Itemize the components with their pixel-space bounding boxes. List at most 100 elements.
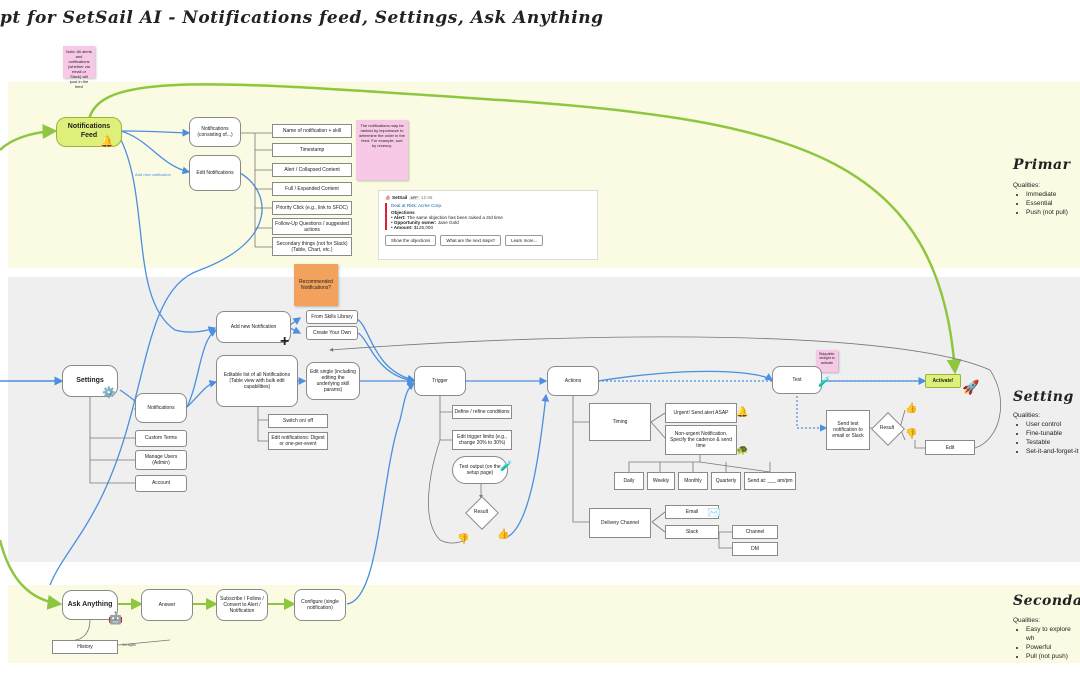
account-node[interactable]: Account — [135, 475, 187, 492]
send-test-node[interactable]: Send test notification to email or Slack — [826, 410, 870, 450]
settings-quality-3: Testable — [1026, 438, 1078, 447]
go-again-label: Go again — [122, 643, 137, 647]
test-node[interactable]: Test — [772, 366, 822, 394]
thumbs-up-icon-2: 👍 — [905, 403, 918, 414]
note-sticky: Note: All alerts and notifications (whet… — [63, 46, 95, 89]
notifications-node[interactable]: Notifications — [135, 393, 187, 423]
slack-line-value: The same objection has been raised a 3rd… — [407, 215, 503, 220]
switch-on-off-node[interactable]: Switch on/ off — [268, 414, 328, 428]
timing-node[interactable]: Timing — [589, 403, 651, 441]
slack-app-name: SetSail — [392, 195, 408, 200]
slack-line-key: • Opportunity owner: — [391, 220, 438, 225]
notification-part-5[interactable]: Priority Click (e.g., link to SFDC) — [272, 201, 352, 215]
skippable-sticky: Skippable, straight to activate — [816, 350, 838, 372]
secondary-section-title: Seconda — [1013, 593, 1080, 609]
daily-node[interactable]: Daily — [614, 472, 644, 490]
slack-message-card: ⛵ SetSail APP 12:45 Deal at Risk: Acme C… — [378, 190, 598, 260]
test-tube-icon: 🧪 — [500, 461, 513, 472]
settings-quality-4: Set-it-and-forget-it — [1026, 447, 1078, 456]
secondary-qualities-label: Qualities: — [1013, 617, 1041, 624]
primary-qualities: Qualities: ImmediateEssentialPush (not p… — [1013, 181, 1068, 217]
quarterly-node[interactable]: Quarterly — [711, 472, 741, 490]
email-node[interactable]: Email — [665, 505, 719, 519]
edit-notifications-node[interactable]: Edit Notifications — [189, 155, 241, 191]
edit-trigger-limits-node[interactable]: Edit trigger limits (e.g., change 20% to… — [452, 430, 512, 450]
slack-line-1: • Alert: The same objection has been rai… — [391, 215, 591, 220]
primary-quality-2: Essential — [1026, 199, 1068, 208]
notification-part-1[interactable]: Name of notification + skill — [272, 124, 352, 138]
test-output-node[interactable]: Test output (on the setup page) — [452, 456, 508, 484]
slack-button-1[interactable]: Show the objections — [385, 235, 437, 246]
define-conditions-node[interactable]: Define / refine conditions — [452, 405, 512, 419]
slack-logo-icon: ⛵ — [385, 195, 391, 200]
ask-anything-node[interactable]: Ask Anything — [62, 590, 118, 620]
notification-part-3[interactable]: Alert / Collapsed Content — [272, 163, 352, 177]
slack-heading: Objections — [391, 210, 415, 215]
recommended-sticky: Recommended Notifications? — [294, 264, 338, 306]
settings-node[interactable]: Settings — [62, 365, 118, 397]
delivery-channel-node[interactable]: Delivery Channel — [589, 508, 651, 538]
edit-digest-node[interactable]: Edit notifications: Digest or one-per-ev… — [268, 432, 328, 450]
manage-users-node[interactable]: Manage Users (Admin) — [135, 450, 187, 470]
primary-quality-1: Immediate — [1026, 190, 1068, 199]
slack-deal: Deal at Risk: Acme Corp. — [391, 203, 443, 208]
importance-sticky: The notifications may be ranked by impor… — [356, 120, 408, 180]
slack-node[interactable]: Slack — [665, 525, 719, 539]
add-new-notification-node[interactable]: Add new Notification — [216, 311, 291, 343]
subscribe-node[interactable]: Subscribe / Follow / Convert to Alert / … — [216, 589, 268, 621]
notifications-consisting-node[interactable]: Notifications (consisting of...) — [189, 117, 241, 147]
slack-app-badge: APP — [408, 196, 420, 200]
answer-node[interactable]: Answer — [141, 589, 193, 621]
thumbs-up-icon: 👍 — [497, 529, 510, 540]
settings-quality-1: User control — [1026, 420, 1078, 429]
notification-part-7[interactable]: Secondary things (not for Slack) (Table,… — [272, 237, 352, 256]
notification-part-6[interactable]: Follow-Up Questions / suggested actions — [272, 218, 352, 235]
settings-qualities-label: Qualities: — [1013, 412, 1041, 419]
rocket-icon: 🚀 — [962, 379, 980, 395]
history-node[interactable]: History — [52, 640, 118, 654]
notifications-feed-node[interactable]: Notifications Feed — [56, 117, 122, 147]
trigger-node[interactable]: Trigger — [414, 366, 466, 396]
send-at-node[interactable]: Send at: ___ am/pm — [744, 472, 796, 490]
primary-qualities-label: Qualities: — [1013, 182, 1041, 189]
configure-node[interactable]: Configure (single notification) — [294, 589, 346, 621]
robot-icon: 🤖 — [108, 611, 123, 625]
from-skills-library-node[interactable]: From Skills Library — [306, 310, 358, 324]
slack-lines: • Alert: The same objection has been rai… — [391, 215, 591, 230]
editable-list-node[interactable]: Editable list of all Notifications (Tabl… — [216, 355, 298, 407]
result-label-2: Result — [879, 425, 895, 431]
actions-node[interactable]: Actions — [547, 366, 599, 396]
notification-part-2[interactable]: Timestamp — [272, 143, 352, 157]
secondary-quality-3: Pull (not push) — [1026, 652, 1080, 661]
gear-icon: ⚙️ — [102, 387, 116, 399]
slack-button-3[interactable]: Learn more... — [505, 235, 544, 246]
envelope-icon: ✉️ — [707, 507, 721, 519]
dm-node[interactable]: DM — [732, 542, 778, 556]
activate-node[interactable]: Activate! — [925, 374, 961, 388]
turtle-icon: 🐢 — [736, 445, 749, 456]
secondary-quality-1: Easy to explore wh — [1026, 625, 1080, 643]
test-tube-icon-2: 🧪 — [818, 377, 831, 388]
custom-terms-node[interactable]: Custom Terms — [135, 430, 187, 447]
create-your-own-node[interactable]: Create Your Own — [306, 326, 358, 340]
slack-line-key: • Alert: — [391, 215, 407, 220]
edit-node[interactable]: Edit — [925, 440, 975, 455]
bell-icon: 🔔 — [100, 136, 114, 148]
edit-single-node[interactable]: Edit single (including editing the under… — [306, 362, 360, 400]
slack-line-value: $125,000 — [413, 225, 434, 230]
notification-part-4[interactable]: Full / Expanded Content — [272, 182, 352, 196]
slack-line-3: • Amount: $125,000 — [391, 225, 591, 230]
secondary-qualities-list: Easy to explore whPowerfulPull (not push… — [1013, 625, 1080, 661]
urgent-node[interactable]: Urgent! Send alert ASAP — [665, 403, 737, 423]
weekly-node[interactable]: Weekly — [647, 472, 675, 490]
non-urgent-node[interactable]: Non-urgent Notification. Specify the cad… — [665, 425, 737, 455]
slack-button-2[interactable]: What are the next steps? — [440, 235, 502, 246]
channel-node[interactable]: Channel — [732, 525, 778, 539]
monthly-node[interactable]: Monthly — [678, 472, 708, 490]
primary-quality-3: Push (not pull) — [1026, 208, 1068, 217]
page-title: pt for SetSail AI - Notifications feed, … — [0, 8, 604, 28]
bell-small-icon: 🔔 — [736, 407, 749, 418]
result-label: Result — [473, 509, 489, 515]
